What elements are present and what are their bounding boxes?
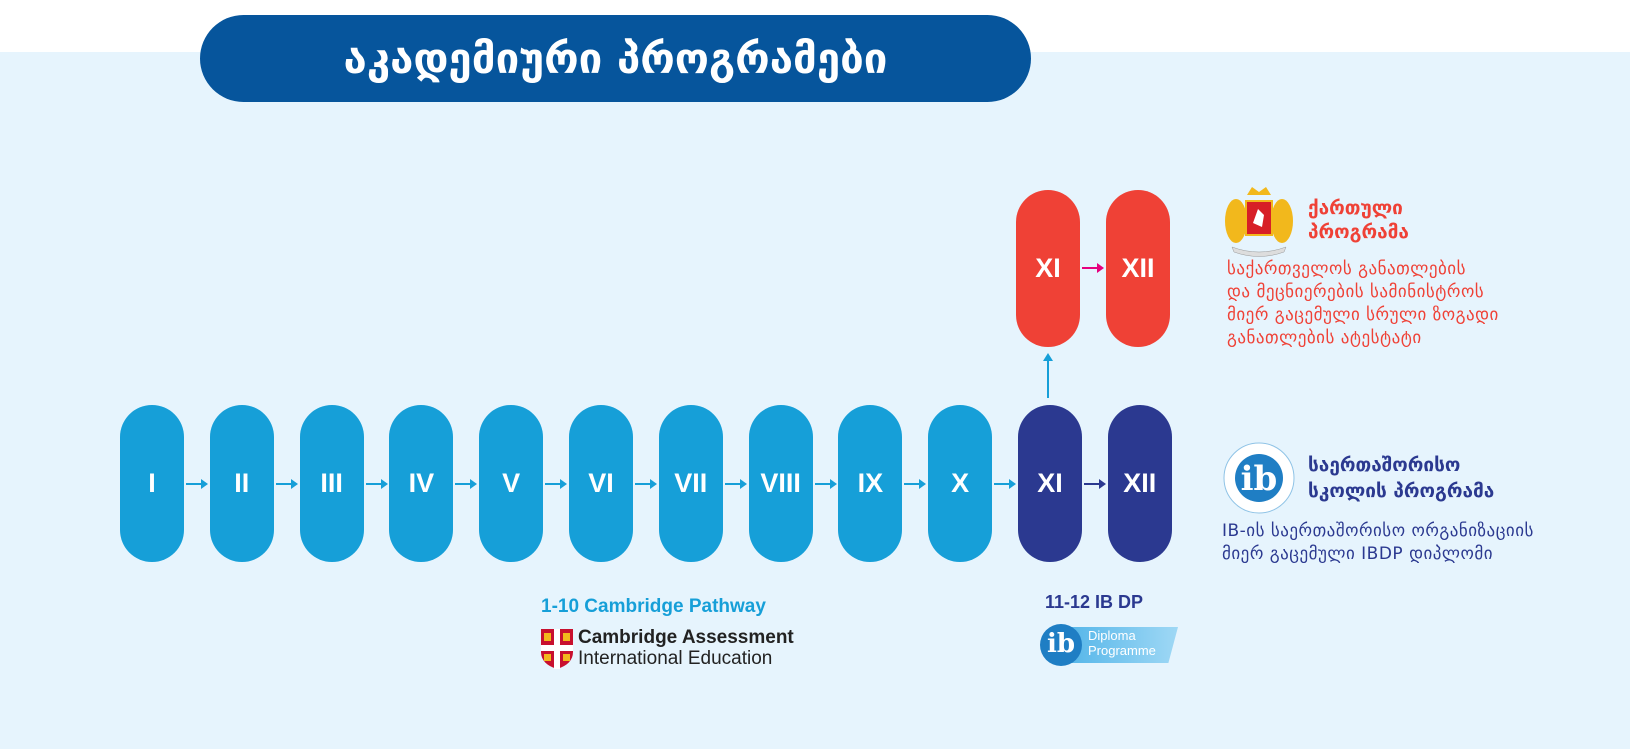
grade-pill-12: XII [1107, 405, 1172, 562]
diploma-programme-logo: ib Diploma Programme [1040, 624, 1180, 666]
arrow-right-icon [724, 479, 747, 489]
grade-pill-11: XI [1018, 405, 1082, 562]
page-title: აკადემიური პროგრამები [200, 15, 1031, 102]
logo-line: Diploma [1088, 628, 1136, 643]
svg-text:ib: ib [1241, 459, 1278, 499]
grade-pill-9: IX [838, 405, 903, 562]
grade-pill-2: II [209, 405, 274, 562]
title-line: საერთაშორისო [1308, 454, 1461, 476]
title-line: ქართული [1308, 197, 1403, 219]
cambridge-pathway-label: 1-10 Cambridge Pathway [541, 596, 766, 617]
georgian-grade-xi: XI [1016, 190, 1080, 347]
ib-dp-label: 11-12 IB DP [1045, 592, 1144, 612]
ib-program-title: საერთაშორისო სკოლის პროგრამა [1308, 452, 1494, 504]
ib-world-schools-logo-icon: ib [1223, 442, 1295, 514]
desc-line: IB-ის საერთაშორისო ორგანიზაციის [1222, 521, 1534, 541]
grade-pill-5: V [479, 405, 544, 562]
logo-line: Programme [1088, 643, 1156, 658]
desc-line: მიერ გაცემული სრული ზოგადი [1227, 305, 1499, 325]
grade-pill-8: VIII [748, 405, 813, 562]
arrow-right-icon [455, 479, 478, 489]
arrow-right-icon [994, 479, 1017, 489]
arrow-right-icon [1084, 479, 1106, 489]
grade-pill-6: VI [569, 405, 633, 562]
cambridge-logo-text: Cambridge Assessment International Educa… [578, 627, 794, 669]
grade-pill-4: IV [389, 405, 454, 562]
georgian-grade-xii: XII [1106, 190, 1170, 347]
georgian-program-description: საქართველოს განათლების და მეცნიერების სა… [1227, 258, 1499, 350]
arrow-right-icon [186, 479, 208, 489]
arrow-up-icon [1047, 358, 1049, 398]
cambridge-shield-icon [541, 629, 573, 669]
grade-pill-10: X [928, 405, 993, 562]
desc-line: და მეცნიერების სამინისტროს [1227, 282, 1485, 302]
arrow-right-icon [635, 479, 657, 489]
ib-icon: ib [1040, 624, 1082, 666]
grade-pill-7: VII [658, 405, 723, 562]
georgia-coat-of-arms-icon [1225, 187, 1293, 257]
background [0, 52, 1630, 749]
title-line: პროგრამა [1308, 221, 1409, 243]
arrow-right-icon [814, 479, 837, 489]
arrow-right-icon [275, 479, 298, 489]
arrow-right-icon [365, 479, 388, 489]
title-line: სკოლის პროგრამა [1308, 480, 1495, 502]
grade-pill-3: III [299, 405, 364, 562]
arrow-right-icon [545, 479, 568, 489]
grade-pill-1: I [120, 405, 184, 562]
desc-line: მიერ გაცემული IBDP დიპლომი [1222, 544, 1494, 564]
arrow-right-icon [904, 479, 927, 489]
arrow-right-icon [1082, 263, 1104, 273]
georgian-program-title: ქართული პროგრამა [1308, 196, 1409, 244]
logo-line: International Education [578, 648, 773, 669]
desc-line: საქართველოს განათლების [1227, 259, 1466, 279]
logo-line: Cambridge Assessment [578, 627, 794, 648]
arrow-up-head [1043, 353, 1053, 361]
ib-program-description: IB-ის საერთაშორისო ორგანიზაციის მიერ გაც… [1222, 520, 1534, 566]
desc-line: განათლების ატესტატი [1227, 328, 1422, 348]
